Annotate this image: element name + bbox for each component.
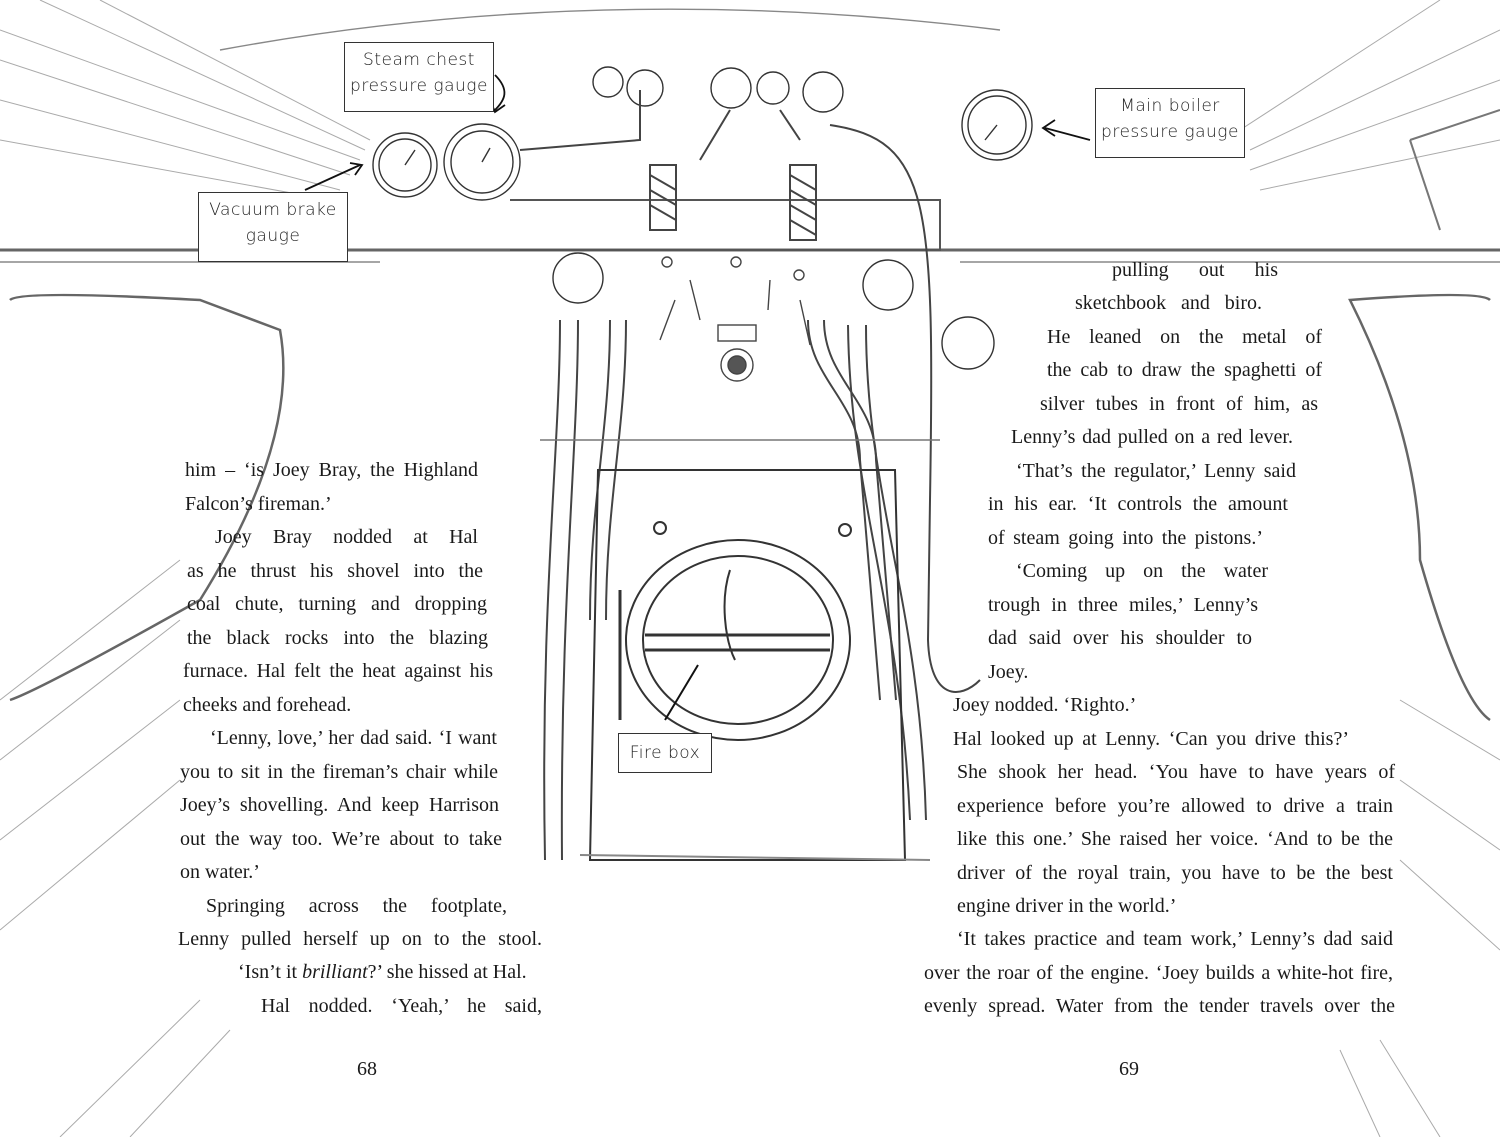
label-arrows xyxy=(304,74,1091,191)
label-line: Vacuum brake xyxy=(209,200,337,220)
text-line: pulling out his xyxy=(1112,259,1278,281)
text-line: sketchbook and biro. xyxy=(1075,292,1262,314)
text-line: engine driver in the world.’ xyxy=(957,895,1177,917)
text-line: ‘That’s the regulator,’ Lenny said xyxy=(1016,460,1296,482)
text-line: He leaned on the metal of xyxy=(1047,326,1322,348)
controls xyxy=(540,256,940,441)
text-line: experience before you’re allowed to driv… xyxy=(957,795,1393,817)
text-line: of steam going into the pistons.’ xyxy=(988,527,1263,549)
text-line: the cab to draw the spaghetti of xyxy=(1047,359,1322,381)
label-line: pressure gauge xyxy=(1101,122,1239,142)
text-line: Joey Bray nodded at Hal xyxy=(215,526,478,548)
text-segment: ‘Isn’t it xyxy=(238,961,303,983)
text-line: as he thrust his shovel into the xyxy=(187,560,483,582)
label-line: Main boiler xyxy=(1120,96,1220,116)
steam-chest-gauge-label: Steam chest pressure gauge xyxy=(344,42,494,112)
text-line: evenly spread. Water from the tender tra… xyxy=(924,995,1395,1017)
text-line: She shook her head. ‘You have to have ye… xyxy=(957,761,1395,783)
page-number-right: 69 xyxy=(1119,1058,1139,1080)
text-line: ‘Coming up on the water xyxy=(1016,560,1268,582)
label-line: Steam chest xyxy=(363,50,475,70)
text-line: furnace. Hal felt the heat against his xyxy=(183,660,493,682)
gauges xyxy=(372,66,1033,370)
text-line: Joey. xyxy=(988,661,1029,683)
text-line: him – ‘is Joey Bray, the Highland xyxy=(185,459,478,481)
text-line: Hal looked up at Lenny. ‘Can you drive t… xyxy=(953,728,1349,750)
text-line: coal chute, turning and dropping xyxy=(187,593,487,615)
vacuum-brake-gauge-label: Vacuum brake gauge xyxy=(198,192,348,262)
text-line: like this one.’ She raised her voice. ‘A… xyxy=(957,828,1393,850)
text-segment: ?’ she hissed at Hal. xyxy=(367,961,527,983)
pipes xyxy=(519,90,981,861)
firebox xyxy=(579,469,931,861)
label-line: pressure gauge xyxy=(350,76,488,96)
text-line: over the roar of the engine. ‘Joey build… xyxy=(924,962,1393,984)
page-number-left: 68 xyxy=(357,1058,377,1080)
text-line: Lenny’s dad pulled on a red lever. xyxy=(1011,426,1293,448)
text-line: Joey’s shovelling. And keep Harrison xyxy=(180,794,499,816)
text-line: dad said over his shoulder to xyxy=(988,627,1252,649)
cab-frame xyxy=(0,8,1500,722)
text-line: Falcon’s fireman.’ xyxy=(185,493,332,515)
text-line: driver of the royal train, you have to b… xyxy=(957,862,1393,884)
text-line: Lenny pulled herself up on to the stool. xyxy=(178,928,542,950)
text-line: silver tubes in front of him, as xyxy=(1040,393,1318,415)
text-line: in his ear. ‘It controls the amount xyxy=(988,493,1288,515)
text-line: Hal nodded. ‘Yeah,’ he said, xyxy=(261,995,542,1017)
label-line: gauge xyxy=(245,226,301,246)
text-line: Joey nodded. ‘Righto.’ xyxy=(953,694,1137,716)
fire-box-label: Fire box xyxy=(618,733,712,773)
text-line: out the way too. We’re about to take xyxy=(180,828,502,850)
text-line: ‘Lenny, love,’ her dad said. ‘I want xyxy=(210,727,497,749)
text-line: you to sit in the fireman’s chair while xyxy=(180,761,498,783)
text-line: cheeks and forehead. xyxy=(183,694,352,716)
text-line: on water.’ xyxy=(180,861,260,883)
main-boiler-gauge-label: Main boiler pressure gauge xyxy=(1095,88,1245,158)
text-line: trough in three miles,’ Lenny’s xyxy=(988,594,1258,616)
text-line: Springing across the footplate, xyxy=(206,895,507,917)
text-line: ‘Isn’t it brilliant?’ she hissed at Hal. xyxy=(238,959,527,985)
text-line: the black rocks into the blazing xyxy=(187,627,488,649)
text-line: ‘It takes practice and team work,’ Lenny… xyxy=(957,928,1393,950)
italic-word: brilliant xyxy=(302,961,368,983)
